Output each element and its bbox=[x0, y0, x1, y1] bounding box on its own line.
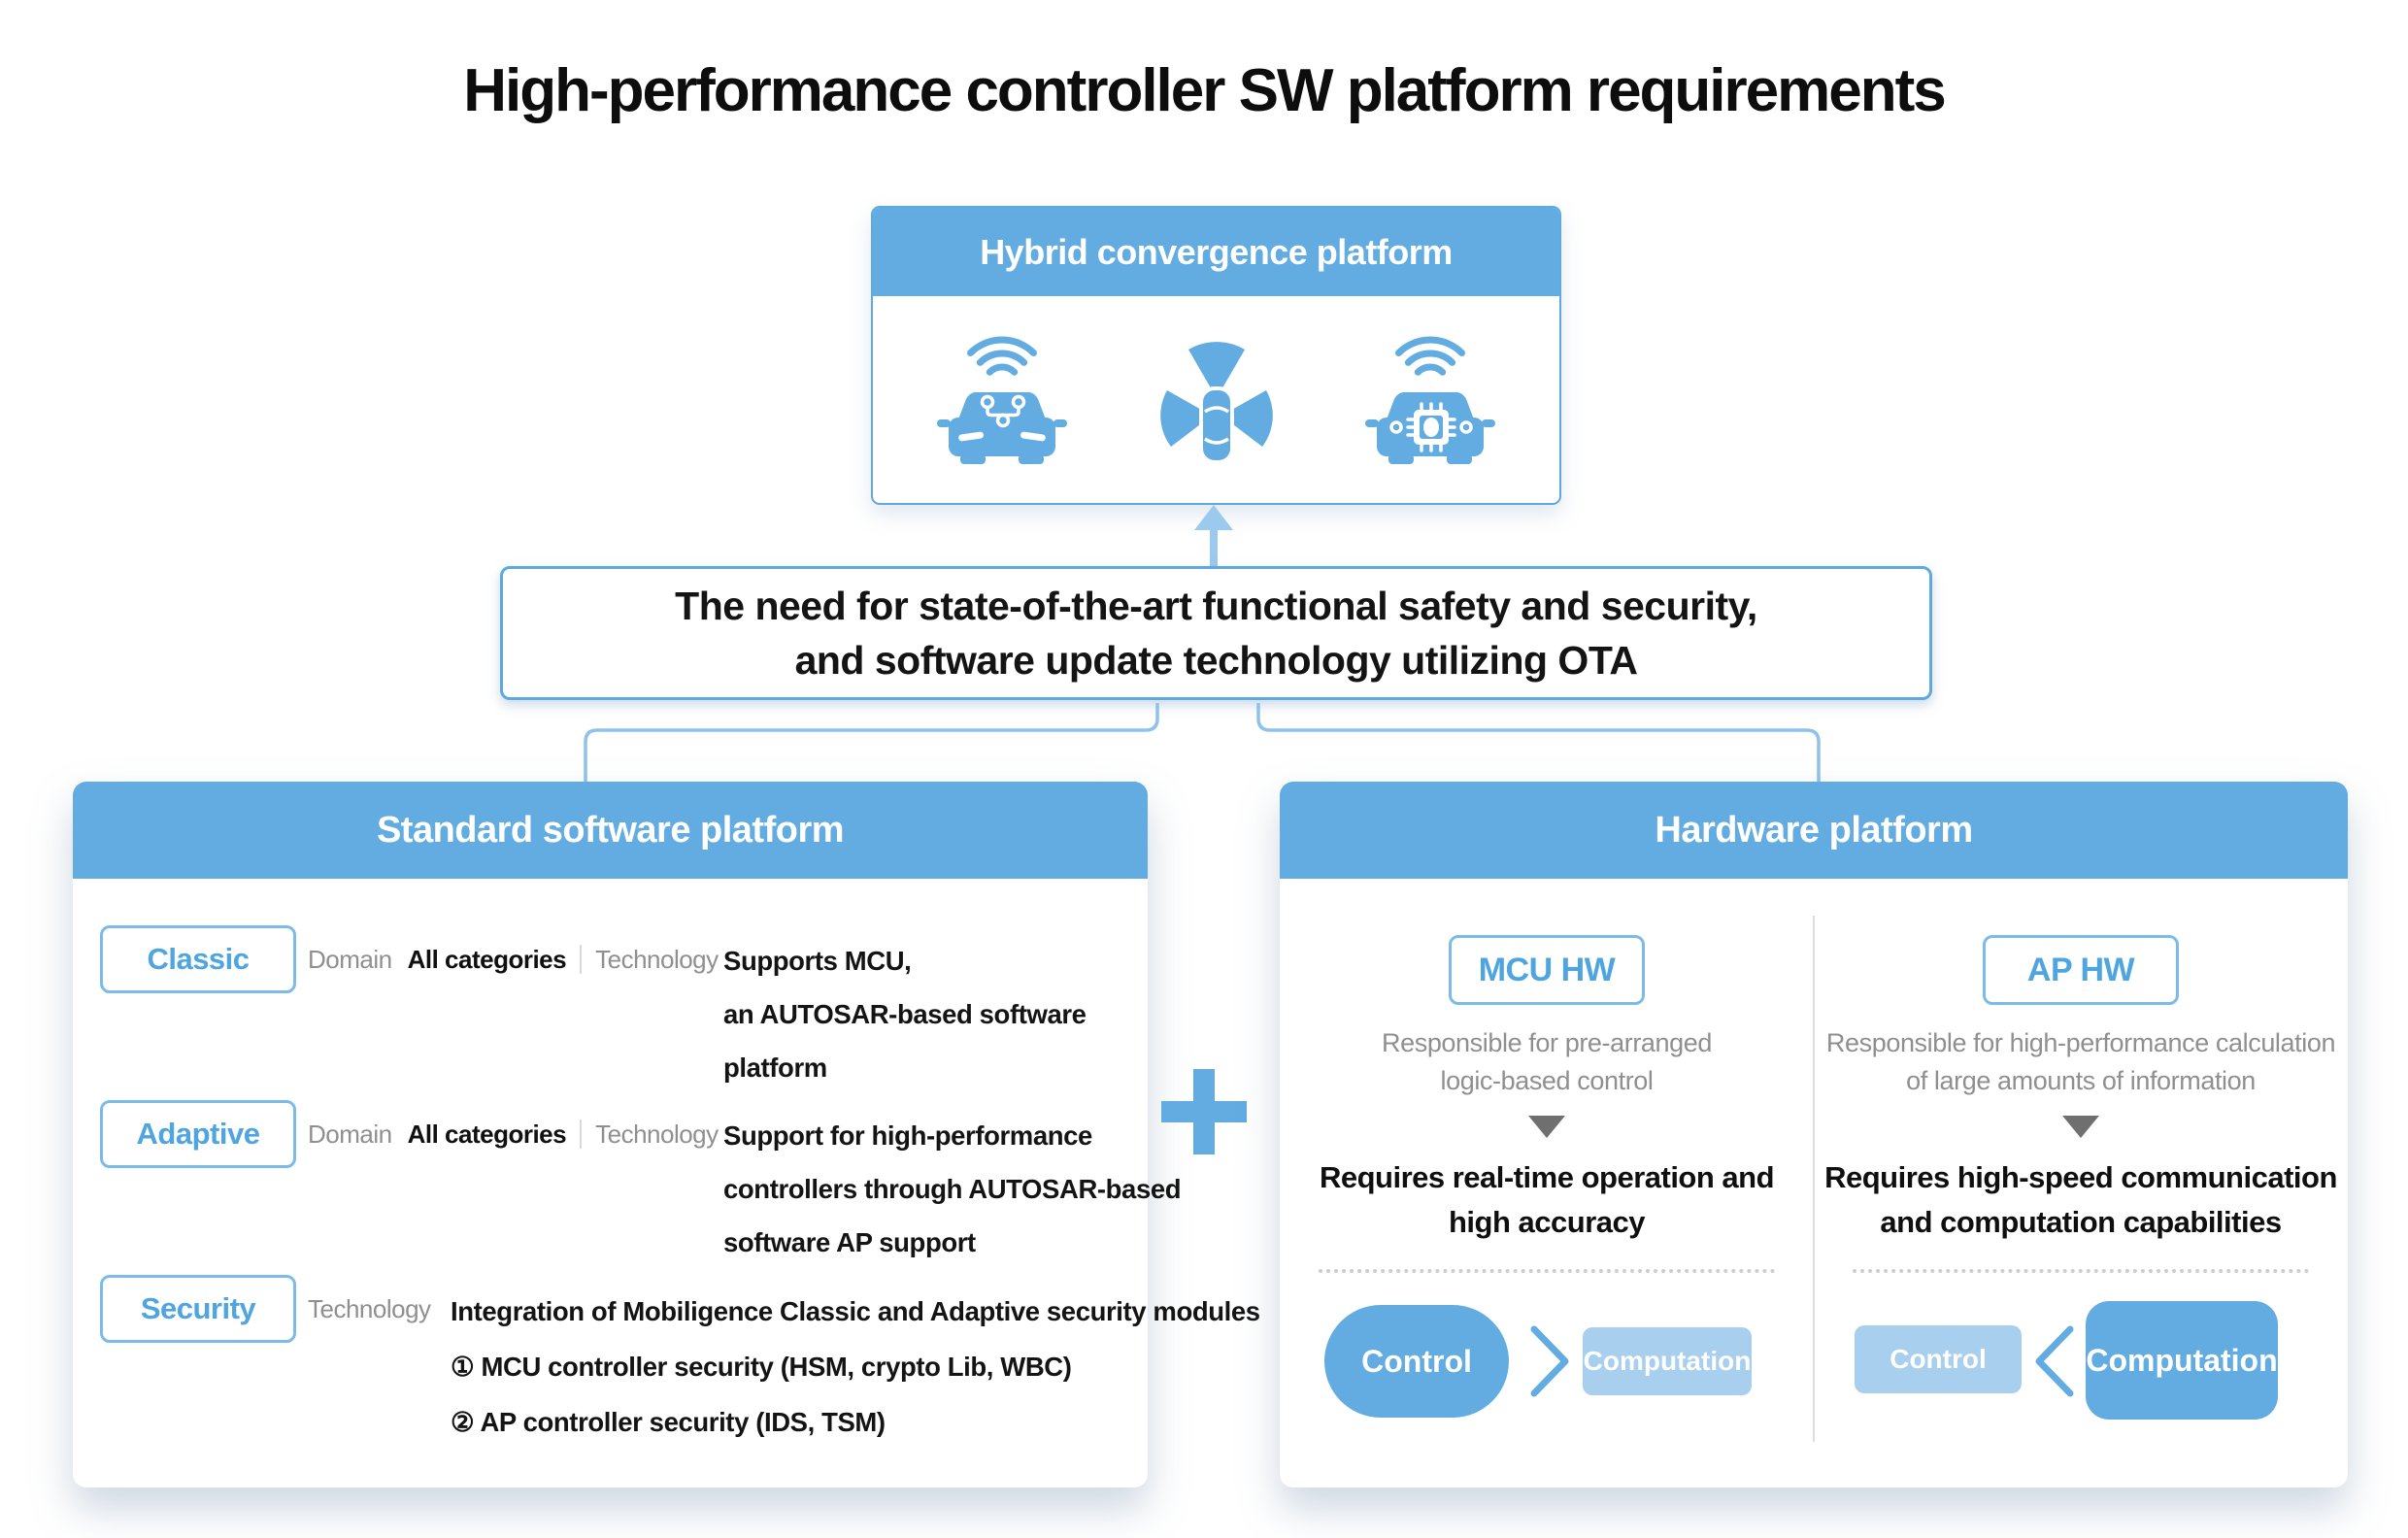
technology-label: Technology bbox=[308, 1293, 431, 1323]
software-row-adaptive: Adaptive Domain All categories Technolog… bbox=[100, 1100, 1182, 1267]
description-line: logic-based control bbox=[1440, 1066, 1654, 1095]
description-line: of large amounts of information bbox=[1906, 1066, 2256, 1095]
requirement-line: Requires high-speed communication bbox=[1824, 1160, 2337, 1194]
description-line: Supports MCU, bbox=[723, 946, 912, 976]
mcu-hw-column: MCU HW Responsible for pre-arranged logi… bbox=[1280, 782, 1814, 1488]
need-box: The need for state-of-the-art functional… bbox=[500, 566, 1932, 700]
domain-label: Domain bbox=[308, 1119, 392, 1149]
description-line: platform bbox=[723, 1053, 827, 1083]
triangle-down-icon bbox=[1528, 1116, 1565, 1138]
hybrid-platform-body bbox=[873, 296, 1559, 502]
domain-label: Domain bbox=[308, 944, 392, 974]
hybrid-platform-header: Hybrid convergence platform bbox=[873, 208, 1559, 296]
computation-pill: Computation bbox=[2086, 1301, 2278, 1420]
classic-description: Supports MCU, an AUTOSAR-based software … bbox=[723, 934, 1087, 1094]
software-platform-header: Standard software platform bbox=[73, 782, 1148, 879]
label-divider bbox=[580, 945, 583, 974]
control-pill: Control bbox=[1324, 1305, 1509, 1418]
ap-hw-requirement: Requires high-speed communication and co… bbox=[1814, 1155, 2348, 1245]
hybrid-platform-card: Hybrid convergence platform bbox=[871, 206, 1561, 505]
column-divider bbox=[1813, 916, 1815, 1442]
mcu-hw-requirement: Requires real-time operation and high ac… bbox=[1280, 1155, 1814, 1245]
adaptive-chip: Adaptive bbox=[100, 1100, 296, 1168]
security-description: Integration of Mobiligence Classic and A… bbox=[451, 1284, 1260, 1450]
classic-labels: Domain All categories Technology bbox=[308, 943, 719, 976]
adaptive-description: Support for high-performance controllers… bbox=[723, 1109, 1182, 1269]
sensing-car-icon bbox=[1159, 342, 1273, 464]
domain-value: All categories bbox=[407, 1119, 567, 1149]
ap-hw-description: Responsible for high-performance calcula… bbox=[1814, 1024, 2348, 1100]
description-line: Integration of Mobiligence Classic and A… bbox=[451, 1296, 1260, 1326]
greater-than-icon bbox=[1530, 1325, 1569, 1397]
security-chip: Security bbox=[100, 1275, 296, 1343]
description-line: an AUTOSAR-based software bbox=[723, 999, 1087, 1029]
need-box-line1: The need for state-of-the-art functional… bbox=[675, 584, 1757, 628]
hardware-platform-header: Hardware platform bbox=[1280, 782, 2348, 879]
mcu-hw-chip: MCU HW bbox=[1449, 935, 1645, 1005]
need-box-line2: and software update technology utilizing… bbox=[794, 638, 1638, 683]
triangle-down-icon bbox=[2062, 1116, 2099, 1138]
requirement-line: high accuracy bbox=[1449, 1205, 1645, 1239]
hardware-platform-card: Hardware platform MCU HW Responsible for… bbox=[1280, 782, 2348, 1488]
software-platform-card: Standard software platform Classic Domai… bbox=[73, 782, 1260, 1488]
less-than-icon bbox=[2035, 1325, 2074, 1397]
computation-box: Computation bbox=[1583, 1327, 1752, 1395]
description-line: ① MCU controller security (HSM, crypto L… bbox=[451, 1352, 1072, 1382]
requirement-line: Requires real-time operation and bbox=[1319, 1160, 1775, 1194]
dotted-divider bbox=[1853, 1269, 2309, 1273]
control-box: Control bbox=[1855, 1325, 2022, 1393]
description-line: ② AP controller security (IDS, TSM) bbox=[451, 1407, 886, 1437]
software-row-security: Security Technology Integration of Mobil… bbox=[100, 1275, 1260, 1442]
classic-chip: Classic bbox=[100, 925, 296, 993]
chip-car-icon bbox=[1365, 336, 1495, 464]
description-line: controllers through AUTOSAR-based bbox=[723, 1174, 1182, 1204]
page-title: High-performance controller SW platform … bbox=[463, 57, 1946, 124]
ap-hw-column: AP HW Responsible for high-performance c… bbox=[1814, 782, 2348, 1488]
connected-car-icon bbox=[937, 336, 1067, 464]
dotted-divider bbox=[1319, 1269, 1775, 1273]
technology-label: Technology bbox=[595, 1119, 719, 1149]
label-divider bbox=[580, 1120, 583, 1149]
mcu-hw-description: Responsible for pre-arranged logic-based… bbox=[1280, 1024, 1814, 1100]
description-line: Responsible for high-performance calcula… bbox=[1825, 1028, 2336, 1057]
ap-hw-chip: AP HW bbox=[1983, 935, 2179, 1005]
requirement-line: and computation capabilities bbox=[1880, 1205, 2282, 1239]
security-labels: Technology bbox=[308, 1292, 431, 1325]
description-line: Responsible for pre-arranged bbox=[1382, 1028, 1712, 1057]
domain-value: All categories bbox=[407, 944, 567, 974]
description-line: Support for high-performance bbox=[723, 1120, 1092, 1151]
adaptive-labels: Domain All categories Technology bbox=[308, 1118, 719, 1151]
software-row-classic: Classic Domain All categories Technology… bbox=[100, 925, 1129, 1092]
description-line: software AP support bbox=[723, 1227, 976, 1257]
technology-label: Technology bbox=[595, 944, 719, 974]
